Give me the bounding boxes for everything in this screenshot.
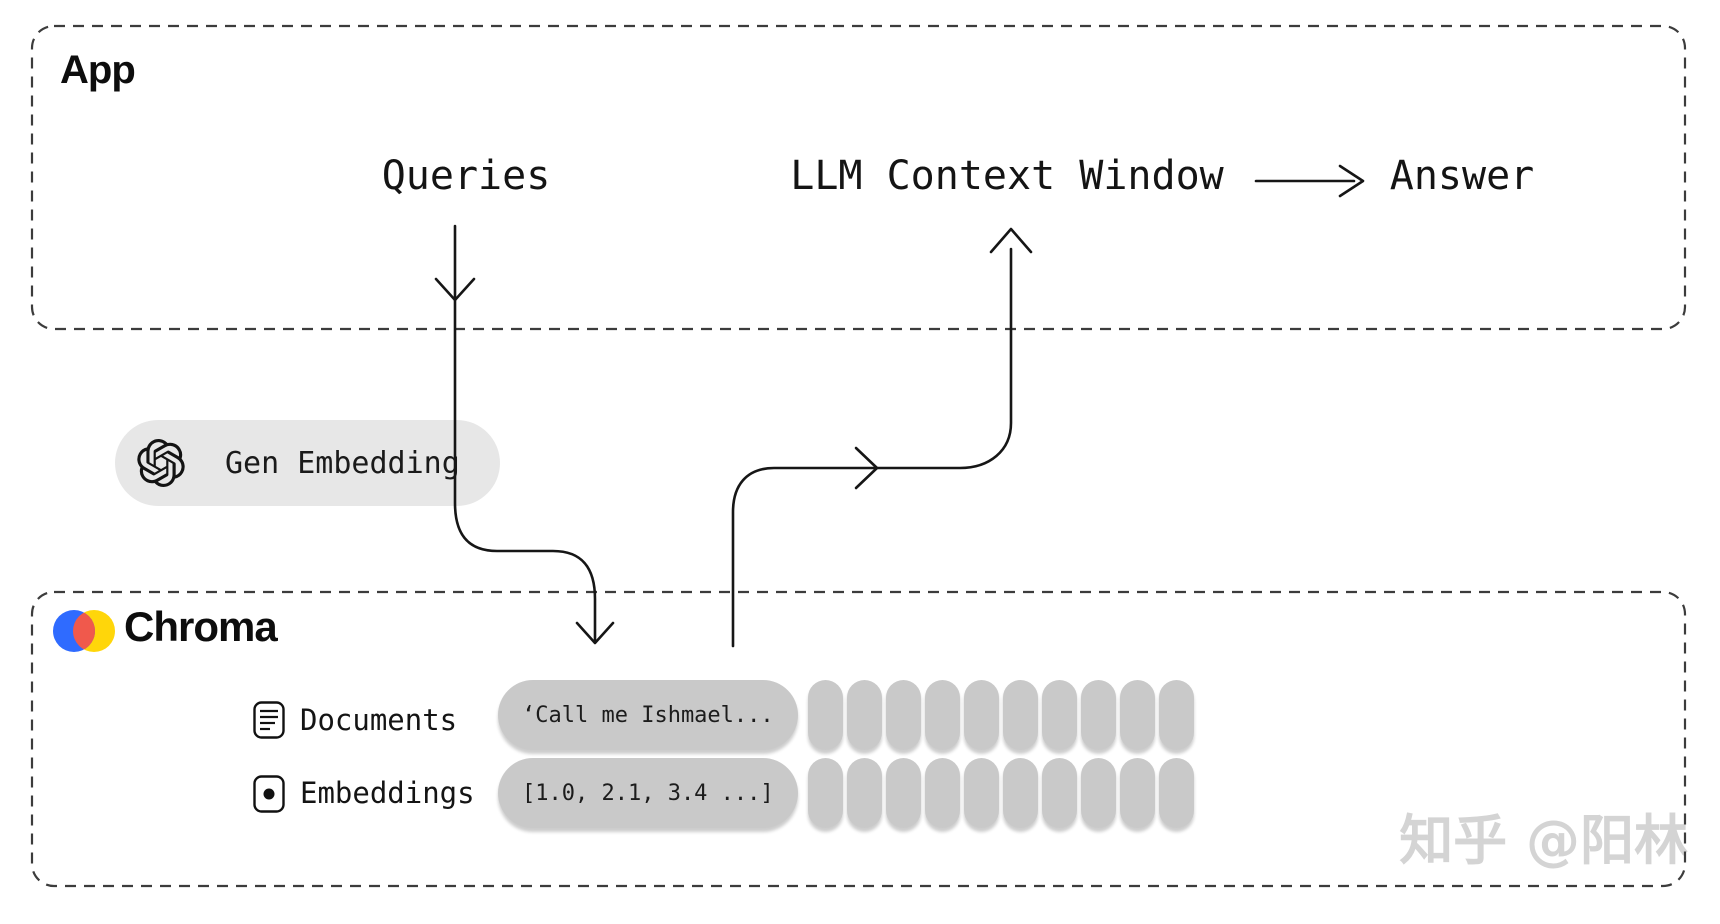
- embeddings-label: Embeddings: [300, 776, 475, 810]
- vector-pill: [808, 758, 843, 828]
- vector-pill: [925, 758, 960, 828]
- embedding-sample-text: [1.0, 2.1, 3.4 ...]: [522, 780, 774, 806]
- gen-embedding-label: Gen Embedding: [225, 445, 460, 481]
- chroma-to-llm-arrow: [731, 227, 1033, 648]
- vector-pill: [847, 758, 882, 828]
- vector-pill: [886, 758, 921, 828]
- embedding-icon: [253, 775, 285, 813]
- app-box-title: App: [60, 48, 136, 92]
- vector-pill: [1120, 758, 1155, 828]
- answer-label: Answer: [1389, 153, 1535, 199]
- document-vector-pills: [808, 680, 1194, 750]
- vector-pill: [808, 680, 843, 750]
- document-icon: [253, 701, 285, 739]
- queries-label: Queries: [381, 153, 551, 199]
- chroma-logo-icon: [53, 610, 115, 652]
- vector-pill: [1120, 680, 1155, 750]
- llm-context-window-label: LLM Context Window: [790, 153, 1224, 199]
- llm-to-answer-arrow: [1254, 164, 1365, 198]
- vector-pill: [1042, 680, 1077, 750]
- vector-pill: [1159, 758, 1194, 828]
- documents-label: Documents: [300, 703, 458, 737]
- document-sample-text: ‘Call me Ishmael...: [522, 702, 774, 728]
- embedding-value-pill: [1.0, 2.1, 3.4 ...]: [498, 758, 798, 828]
- vector-pill: [1003, 758, 1038, 828]
- watermark-text: 知乎 @阳林: [1399, 809, 1688, 872]
- vector-pill: [964, 680, 999, 750]
- vector-pill: [964, 758, 999, 828]
- document-value-pill: ‘Call me Ishmael...: [498, 680, 798, 750]
- vector-pill: [1042, 758, 1077, 828]
- gen-embedding-pill: Gen Embedding: [115, 420, 500, 506]
- vector-pill: [847, 680, 882, 750]
- vector-pill: [1159, 680, 1194, 750]
- embedding-vector-pills: [808, 758, 1194, 828]
- vector-pill: [1081, 758, 1116, 828]
- vector-pill: [886, 680, 921, 750]
- vector-pill: [925, 680, 960, 750]
- vector-pill: [1003, 680, 1038, 750]
- openai-icon: [137, 439, 185, 487]
- chroma-box-title: Chroma: [124, 603, 278, 650]
- vector-pill: [1081, 680, 1116, 750]
